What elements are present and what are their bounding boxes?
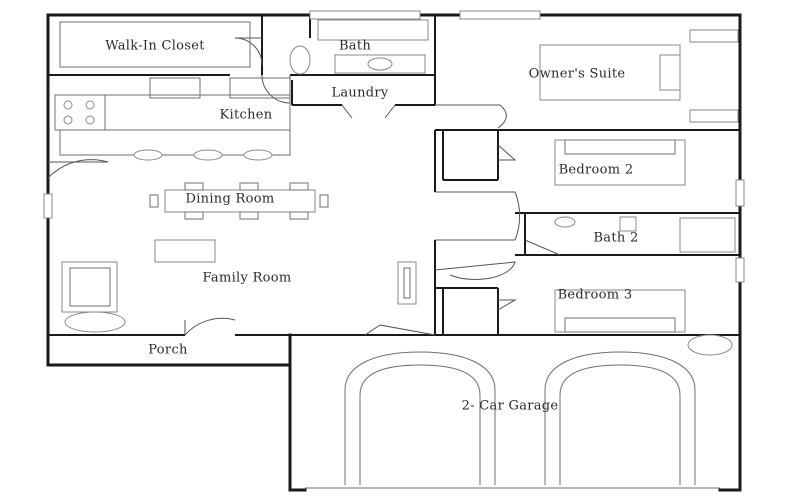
fixtures: [54, 19, 736, 489]
label-owners-suite: Owner's Suite: [528, 66, 626, 82]
label-garage: 2- Car Garage: [461, 398, 559, 414]
label-laundry: Laundry: [331, 85, 389, 101]
door-swings: [47, 37, 561, 336]
label-bath-2: Bath 2: [593, 230, 639, 246]
label-walk-in-closet: Walk-In Closet: [105, 38, 205, 54]
label-bath: Bath: [338, 38, 372, 54]
label-kitchen: Kitchen: [219, 107, 273, 123]
label-bedroom-2: Bedroom 2: [558, 162, 634, 178]
label-bedroom-3: Bedroom 3: [557, 287, 633, 303]
label-porch: Porch: [148, 342, 188, 358]
windows: [43, 10, 745, 283]
interior-walls: [48, 15, 740, 365]
label-dining-room: Dining Room: [185, 191, 275, 207]
label-family-room: Family Room: [202, 270, 292, 286]
